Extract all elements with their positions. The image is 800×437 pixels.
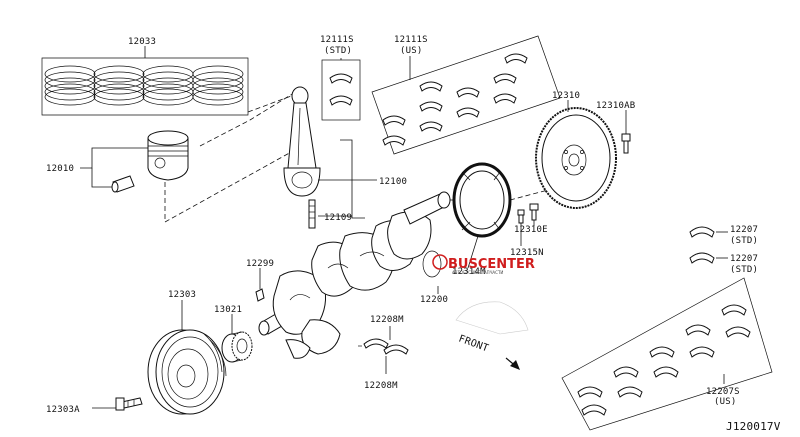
label-12310e: 12310E bbox=[514, 225, 548, 235]
label-12303: 12303 bbox=[168, 290, 196, 300]
label-std-1: (STD) bbox=[324, 46, 352, 56]
front-label: FRONT bbox=[457, 333, 490, 354]
thrust-washer[interactable] bbox=[358, 338, 409, 355]
label-12208m-bottom: 12208M bbox=[364, 381, 398, 391]
diagram-code: J120017V bbox=[726, 420, 781, 433]
flywheel[interactable] bbox=[535, 107, 617, 209]
watermark-sub: АВТОБУСНЫЕ ЗАПЧАСТИ bbox=[452, 270, 503, 275]
label-12314m: 12314M bbox=[452, 267, 486, 277]
crank-pulley[interactable] bbox=[147, 329, 227, 415]
crankshaft[interactable] bbox=[258, 191, 451, 359]
connecting-rod[interactable] bbox=[283, 86, 321, 197]
label-13021: 13021 bbox=[214, 305, 242, 315]
label-std-3: (STD) bbox=[730, 265, 758, 275]
label-12310ab: 12310AB bbox=[596, 101, 635, 111]
label-std-2: (STD) bbox=[730, 236, 758, 246]
piston-ring-set[interactable] bbox=[41, 46, 249, 116]
label-12010: 12010 bbox=[46, 164, 74, 174]
label-12033: 12033 bbox=[128, 37, 156, 47]
label-12299: 12299 bbox=[246, 259, 274, 269]
label-12109: 12109 bbox=[324, 213, 352, 223]
main-bearing-std-lower[interactable] bbox=[689, 252, 715, 264]
signal-plate[interactable] bbox=[452, 162, 512, 238]
label-12303a: 12303A bbox=[46, 405, 80, 415]
rod-bearing-std[interactable] bbox=[321, 59, 361, 121]
rod-bearing-us[interactable] bbox=[371, 35, 561, 155]
main-bearing-us-set[interactable] bbox=[561, 277, 773, 431]
crank-sprocket[interactable] bbox=[221, 331, 253, 363]
label-12111s-std: 12111S bbox=[320, 35, 354, 45]
label-12100: 12100 bbox=[379, 177, 407, 187]
label-us-2: (US) bbox=[714, 397, 736, 407]
pulley-bolt[interactable] bbox=[115, 397, 143, 411]
plate-bolt[interactable] bbox=[529, 203, 539, 221]
label-12310: 12310 bbox=[552, 91, 580, 101]
label-12207s: 12207S bbox=[706, 387, 740, 397]
label-us-1: (US) bbox=[400, 46, 422, 56]
label-12315n: 12315N bbox=[510, 248, 544, 258]
front-arrow bbox=[505, 357, 520, 370]
label-12200: 12200 bbox=[420, 295, 448, 305]
label-12207-2: 12207 bbox=[730, 254, 758, 264]
piston[interactable] bbox=[147, 130, 189, 181]
piston-pin[interactable] bbox=[111, 175, 135, 193]
main-bearing-std-upper[interactable] bbox=[689, 226, 715, 238]
flywheel-bolt[interactable] bbox=[621, 133, 631, 154]
watermark-logo: BUSCENTER АВТОБУСНЫЕ ЗАПЧАСТИ bbox=[432, 254, 535, 335]
label-12208m-top: 12208M bbox=[370, 315, 404, 325]
crank-key[interactable] bbox=[255, 288, 265, 302]
label-12111s-us: 12111S bbox=[394, 35, 428, 45]
rod-bolt[interactable] bbox=[308, 199, 316, 229]
label-12207-1: 12207 bbox=[730, 225, 758, 235]
watermark-brand: BUSCENTER bbox=[448, 257, 535, 272]
signal-plate-bolt[interactable] bbox=[517, 209, 525, 224]
